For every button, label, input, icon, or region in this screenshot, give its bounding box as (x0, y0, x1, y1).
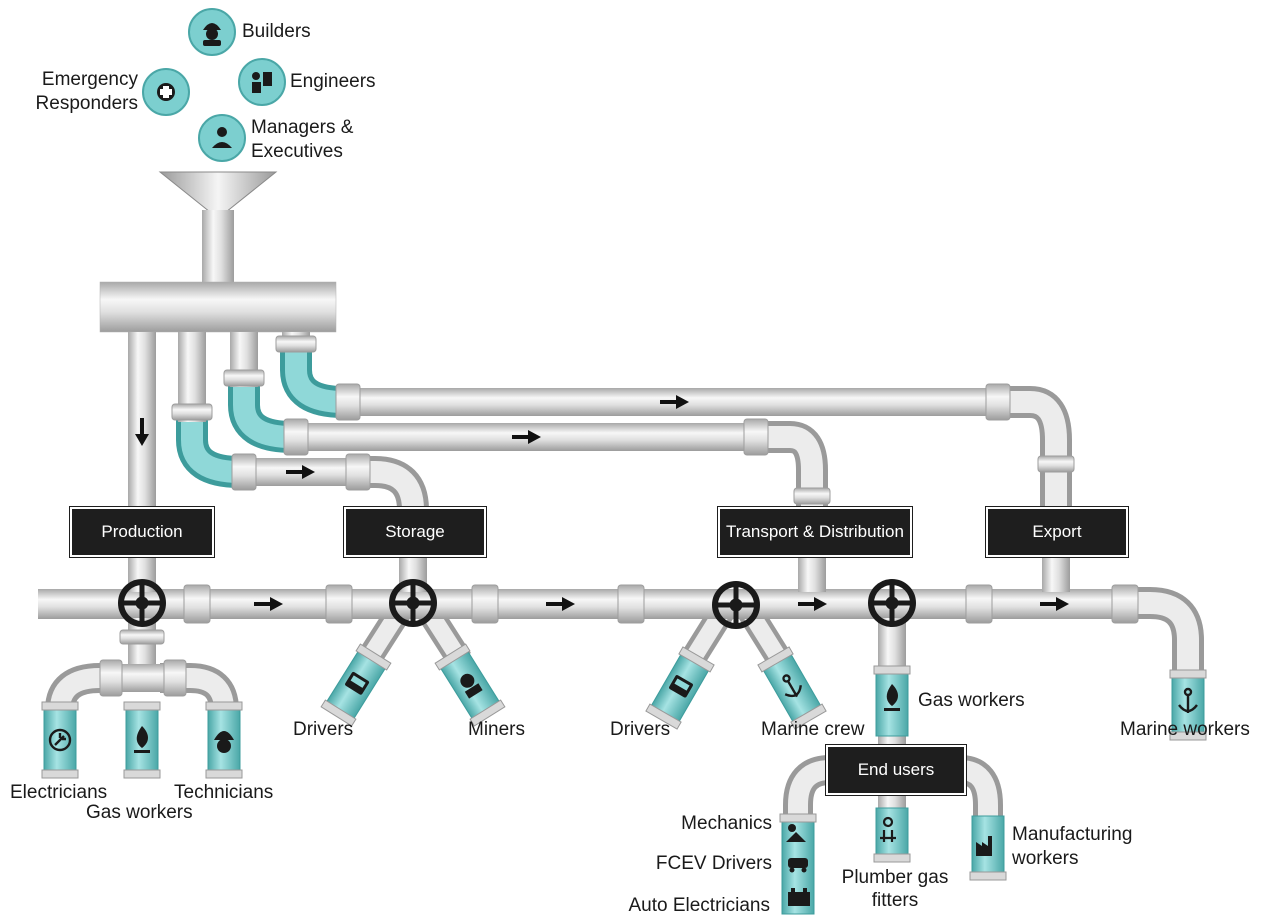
engineers-label: Engineers (290, 71, 376, 92)
marine-crew-label: Marine crew (761, 719, 865, 740)
outlet-technicians (205, 701, 243, 779)
gas-workers-production-label: Gas workers (86, 802, 193, 823)
outlets (41, 643, 1207, 915)
outlet-drivers-transport (645, 646, 715, 730)
funnel (158, 171, 278, 213)
engineer-blueprint-icon (252, 72, 272, 93)
truck-icon (345, 671, 370, 695)
stage-transport-label: Transport & Distribution (726, 522, 904, 541)
manifold (99, 281, 337, 333)
engineers-circle (238, 58, 286, 106)
flame-icon (134, 726, 150, 753)
outlet-drivers-storage (320, 643, 392, 727)
electricians-label: Electricians (10, 782, 108, 803)
stage-storage: Storage (344, 507, 486, 557)
factory-icon (976, 836, 992, 856)
outlet-gas-workers-end (873, 665, 911, 737)
managers-label-line1: Managers & (251, 117, 354, 138)
worker-helmet-icon (203, 23, 221, 46)
valve-transport-icon (712, 581, 760, 629)
arrow-main-1 (254, 597, 283, 611)
pipe-valve-icon (880, 816, 896, 842)
emergency-label-line2: Responders (35, 93, 138, 114)
medical-cross-icon (157, 83, 175, 101)
plumber-label-line2: fitters (871, 890, 919, 911)
arrow-main-3 (798, 597, 827, 611)
stage-end-users-label: End users (857, 760, 935, 779)
flame-icon (884, 684, 900, 711)
anchor-icon (782, 674, 802, 698)
outlet-mechanics-column (779, 813, 817, 915)
arrow-export-branch (660, 395, 689, 409)
outlet-manufacturing (969, 815, 1007, 881)
arrow-storage-branch (286, 465, 315, 479)
stage-export: Export (986, 507, 1128, 557)
builders-circle (188, 8, 236, 56)
electric-plug-icon (48, 728, 72, 752)
valves (118, 579, 916, 629)
arrow-main-4 (1040, 597, 1069, 611)
valve-end-users-icon (868, 579, 916, 627)
stage-production-label: Production (101, 522, 183, 541)
miners-label: Miners (468, 719, 526, 740)
helmet-gear-icon (214, 731, 234, 753)
car-icon (788, 858, 808, 873)
workforce-icons (142, 8, 286, 162)
stage-production: Production (70, 507, 214, 557)
businessman-icon (212, 127, 232, 148)
arrow-main-2 (546, 597, 575, 611)
managers-label-line2: Executives (251, 141, 343, 162)
manufacturing-label-line2: workers (1012, 848, 1079, 869)
marine-workers-label: Marine workers (1120, 719, 1250, 740)
emergency-label-line1: Emergency (41, 69, 138, 90)
pipe-couplings (99, 335, 1139, 697)
miner-icon (460, 673, 483, 699)
valve-storage-icon (389, 579, 437, 627)
outlet-plumber (873, 807, 911, 863)
auto-electricians-label: Auto Electricians (628, 895, 770, 916)
fcev-drivers-label: FCEV Drivers (655, 853, 772, 874)
drivers-transport-label: Drivers (610, 719, 671, 740)
truck-icon (669, 675, 693, 698)
builders-label: Builders (242, 21, 311, 42)
stage-storage-label: Storage (385, 522, 445, 541)
mechanic-icon (786, 824, 806, 842)
pipe-main-line (38, 589, 1122, 619)
battery-icon (788, 888, 810, 906)
emergency-circle (142, 68, 190, 116)
arrow-transport-branch (512, 430, 541, 444)
stage-transport: Transport & Distribution (718, 507, 912, 557)
outlet-gas-workers-production (123, 701, 161, 779)
flow-arrows (135, 395, 1069, 611)
straight-pipes (38, 171, 1122, 824)
technicians-label: Technicians (174, 782, 274, 803)
drivers-storage-label: Drivers (293, 719, 354, 740)
valve-production-icon (118, 579, 166, 627)
stage-end-users: End users (826, 745, 966, 795)
mechanics-label: Mechanics (681, 813, 772, 834)
outlet-miners (434, 643, 506, 727)
stage-export-label: Export (1032, 522, 1082, 541)
anchor-icon (1178, 687, 1198, 713)
outlet-marine-crew (757, 646, 827, 730)
gas-workers-end-label: Gas workers (918, 690, 1025, 711)
outlet-electricians (41, 701, 79, 779)
plumber-label-line1: Plumber gas (841, 867, 949, 888)
outlet-marine-workers (1169, 669, 1207, 741)
managers-circle (198, 114, 246, 162)
manufacturing-label-line1: Manufacturing (1012, 824, 1133, 845)
arrow-down-production (135, 418, 149, 446)
